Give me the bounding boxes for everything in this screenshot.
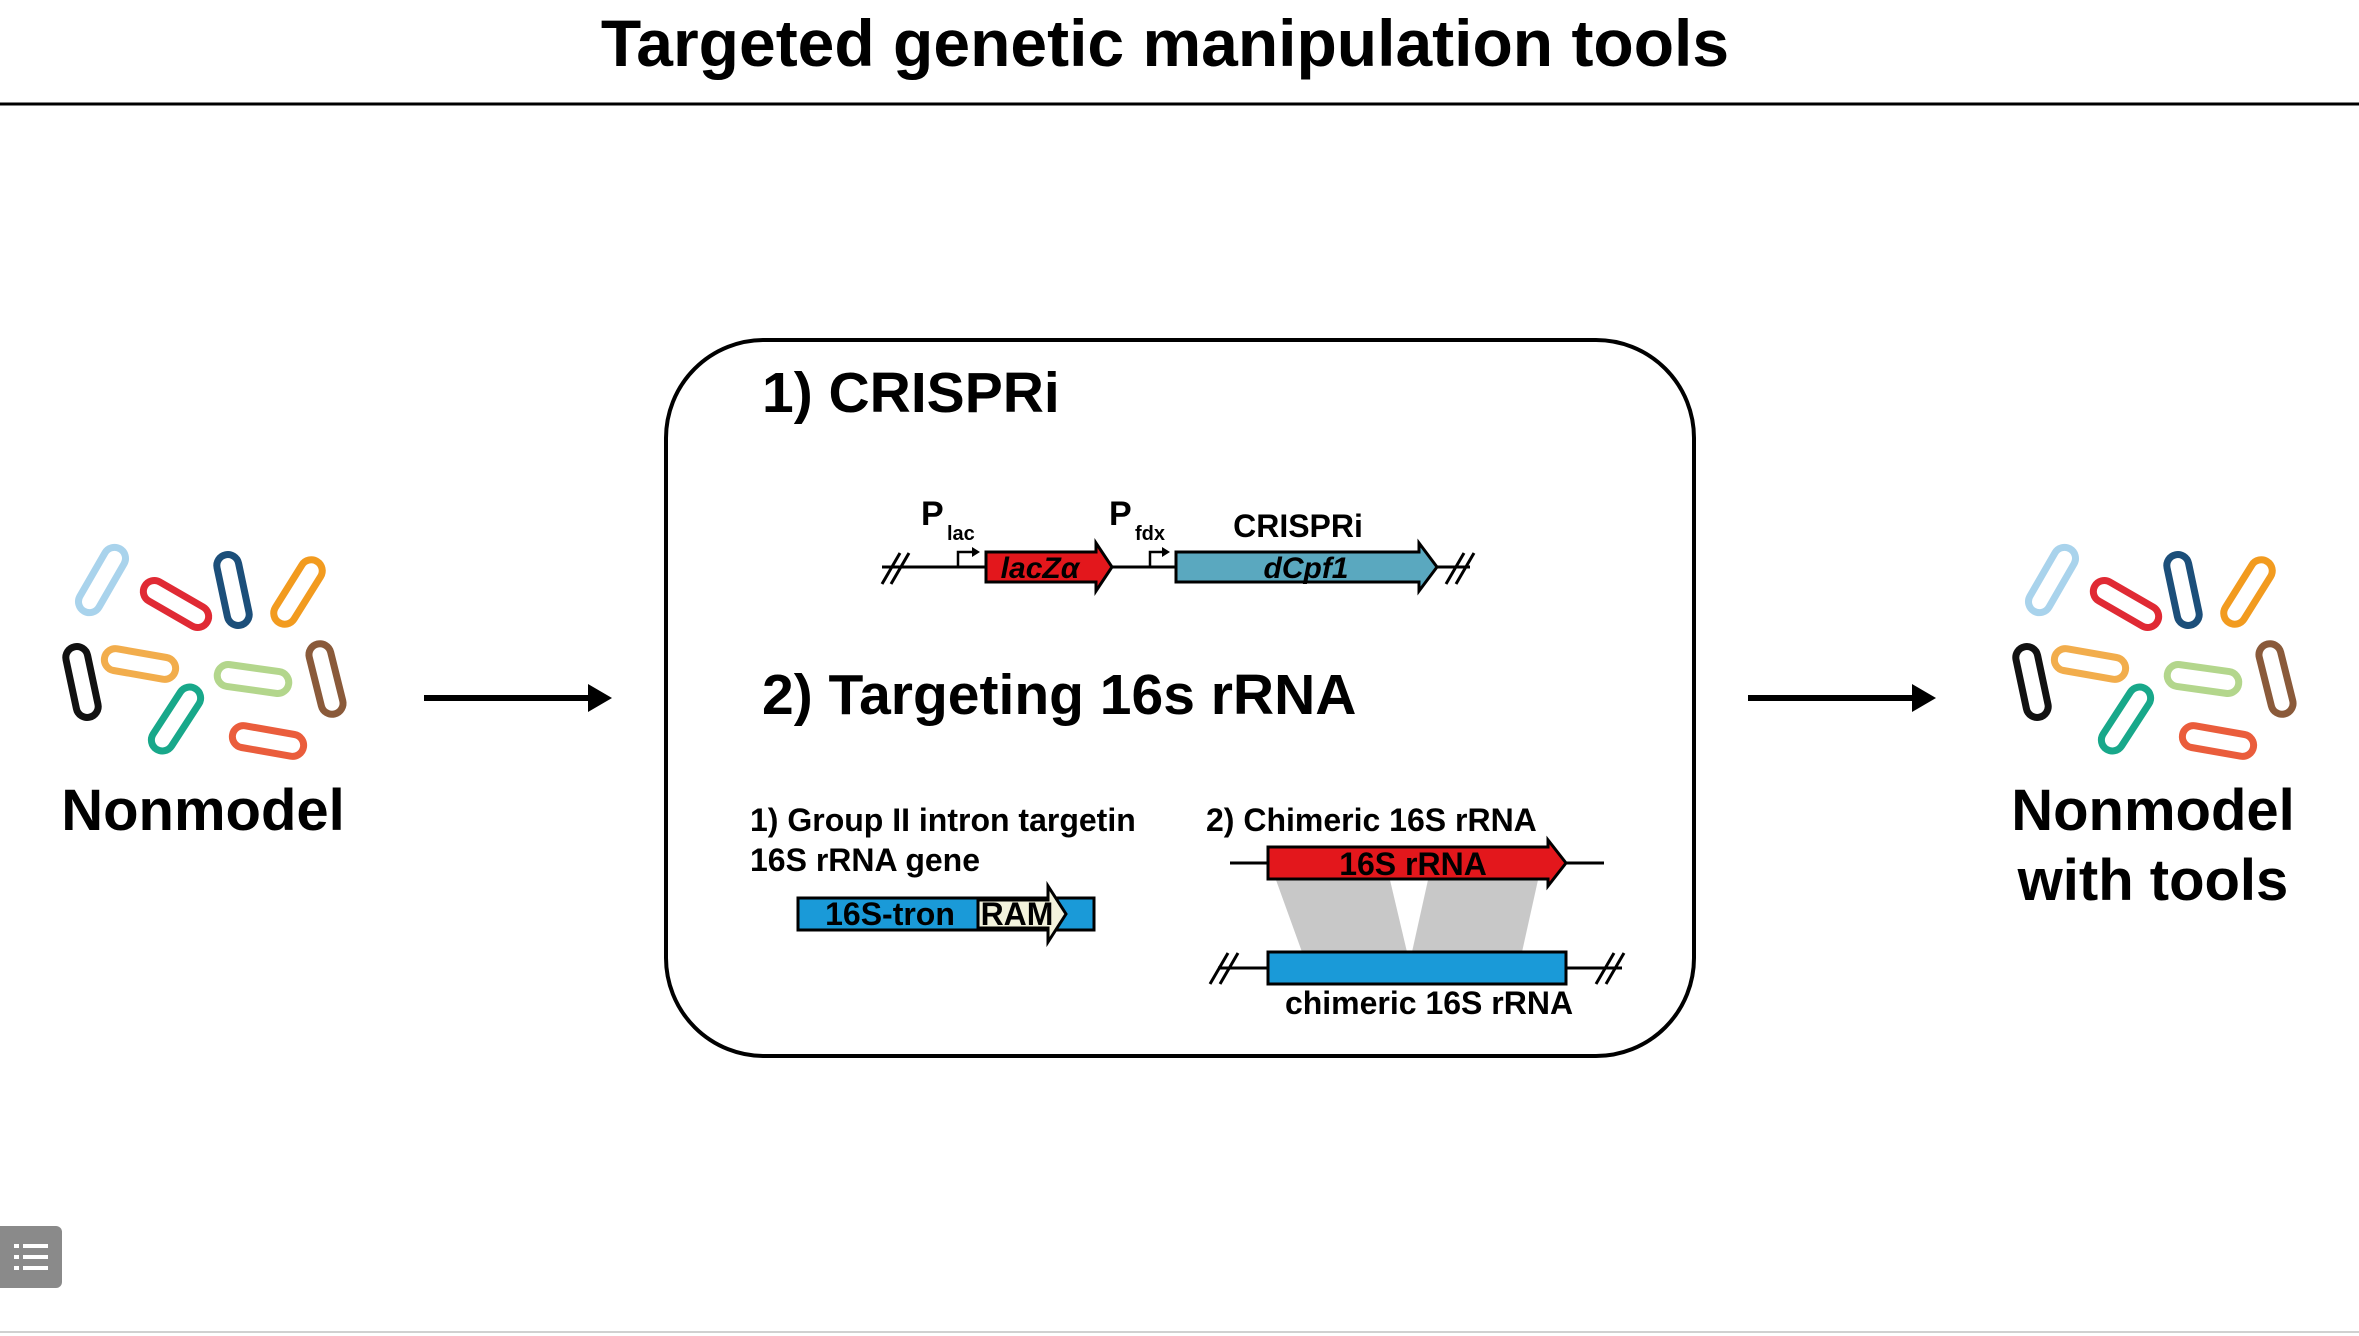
right-arrow bbox=[1748, 684, 1936, 712]
chimeric-construct: 16S rRNA chimeric 16S rRNA bbox=[1208, 835, 1626, 1021]
slide-title: Targeted genetic manipulation tools bbox=[601, 6, 1729, 80]
toc-button[interactable] bbox=[0, 1226, 62, 1288]
bacterium-icon bbox=[228, 722, 308, 760]
bacterium-icon bbox=[62, 643, 102, 721]
bacterium-icon bbox=[213, 551, 253, 629]
promoter-fdx-arrow-icon bbox=[1148, 550, 1166, 567]
ram-marker bbox=[976, 880, 1068, 948]
bottom-divider bbox=[0, 1331, 2359, 1333]
right-label-line2: with tools bbox=[2017, 848, 2289, 913]
bacterium-icon bbox=[100, 645, 180, 683]
promoter-fdx-label: P bbox=[1109, 495, 1132, 533]
bacterium-icon bbox=[2220, 556, 2276, 628]
promoter-lac-arrow-icon bbox=[956, 550, 976, 567]
crispri-construct: P lac lacZα P fdx CRISPRi dCpf1 bbox=[880, 495, 1476, 596]
list-icon bbox=[14, 1244, 48, 1270]
bacterium-icon bbox=[2163, 661, 2243, 697]
homology-region-left bbox=[1276, 880, 1407, 952]
intron-construct: 16S-tron RAM bbox=[796, 880, 1096, 948]
bacterium-icon bbox=[2050, 645, 2130, 683]
bacteria-cluster-icon bbox=[2012, 543, 2297, 760]
bacterium-icon bbox=[2255, 640, 2297, 718]
bacterium-icon bbox=[2178, 722, 2258, 760]
bacterium-icon bbox=[2163, 551, 2203, 629]
lacz-label: lacZα bbox=[1001, 552, 1081, 585]
bacterium-icon bbox=[213, 661, 293, 697]
bacterium-icon bbox=[139, 577, 213, 631]
promoter-lac-label: P bbox=[921, 495, 944, 533]
intron-caption-line1: 1) Group II intron targetin bbox=[750, 802, 1136, 838]
bacterium-icon bbox=[305, 640, 347, 718]
ram-label: RAM bbox=[981, 896, 1054, 932]
crispri-cassette-label: CRISPRi bbox=[1233, 508, 1363, 544]
chimeric-label: chimeric 16S rRNA bbox=[1285, 985, 1573, 1021]
lacz-gene bbox=[984, 538, 1114, 596]
bacterium-icon bbox=[270, 556, 326, 628]
bacterium-icon bbox=[2012, 643, 2052, 721]
right-label-line1: Nonmodel bbox=[2011, 778, 2295, 843]
chimeric-bar bbox=[1266, 950, 1568, 986]
left-arrow bbox=[424, 684, 612, 712]
dcpf1-label: dCpf1 bbox=[1264, 552, 1349, 585]
bacterium-icon bbox=[2089, 577, 2163, 631]
intron-caption-line2: 16S rRNA gene bbox=[750, 842, 980, 878]
bacterium-icon bbox=[75, 543, 129, 617]
rrna-gene bbox=[1266, 835, 1568, 891]
bacterium-icon bbox=[147, 683, 205, 755]
promoter-lac-sub: lac bbox=[947, 523, 975, 545]
promoter-fdx-sub: fdx bbox=[1135, 523, 1165, 545]
bacteria-cluster-icon bbox=[62, 543, 347, 760]
chimeric-caption: 2) Chimeric 16S rRNA bbox=[1206, 802, 1537, 838]
rrna-gene-label: 16S rRNA bbox=[1339, 846, 1487, 882]
left-label: Nonmodel bbox=[61, 778, 345, 843]
bacterium-icon bbox=[2025, 543, 2079, 617]
bacterium-icon bbox=[2097, 683, 2155, 755]
intron-segment-label: 16S-tron bbox=[825, 896, 955, 932]
targeting-heading: 2) Targeting 16s rRNA bbox=[762, 663, 1356, 727]
crispri-heading: 1) CRISPRi bbox=[762, 361, 1060, 425]
dcpf1-gene bbox=[1174, 538, 1439, 596]
homology-region-right bbox=[1412, 880, 1538, 952]
